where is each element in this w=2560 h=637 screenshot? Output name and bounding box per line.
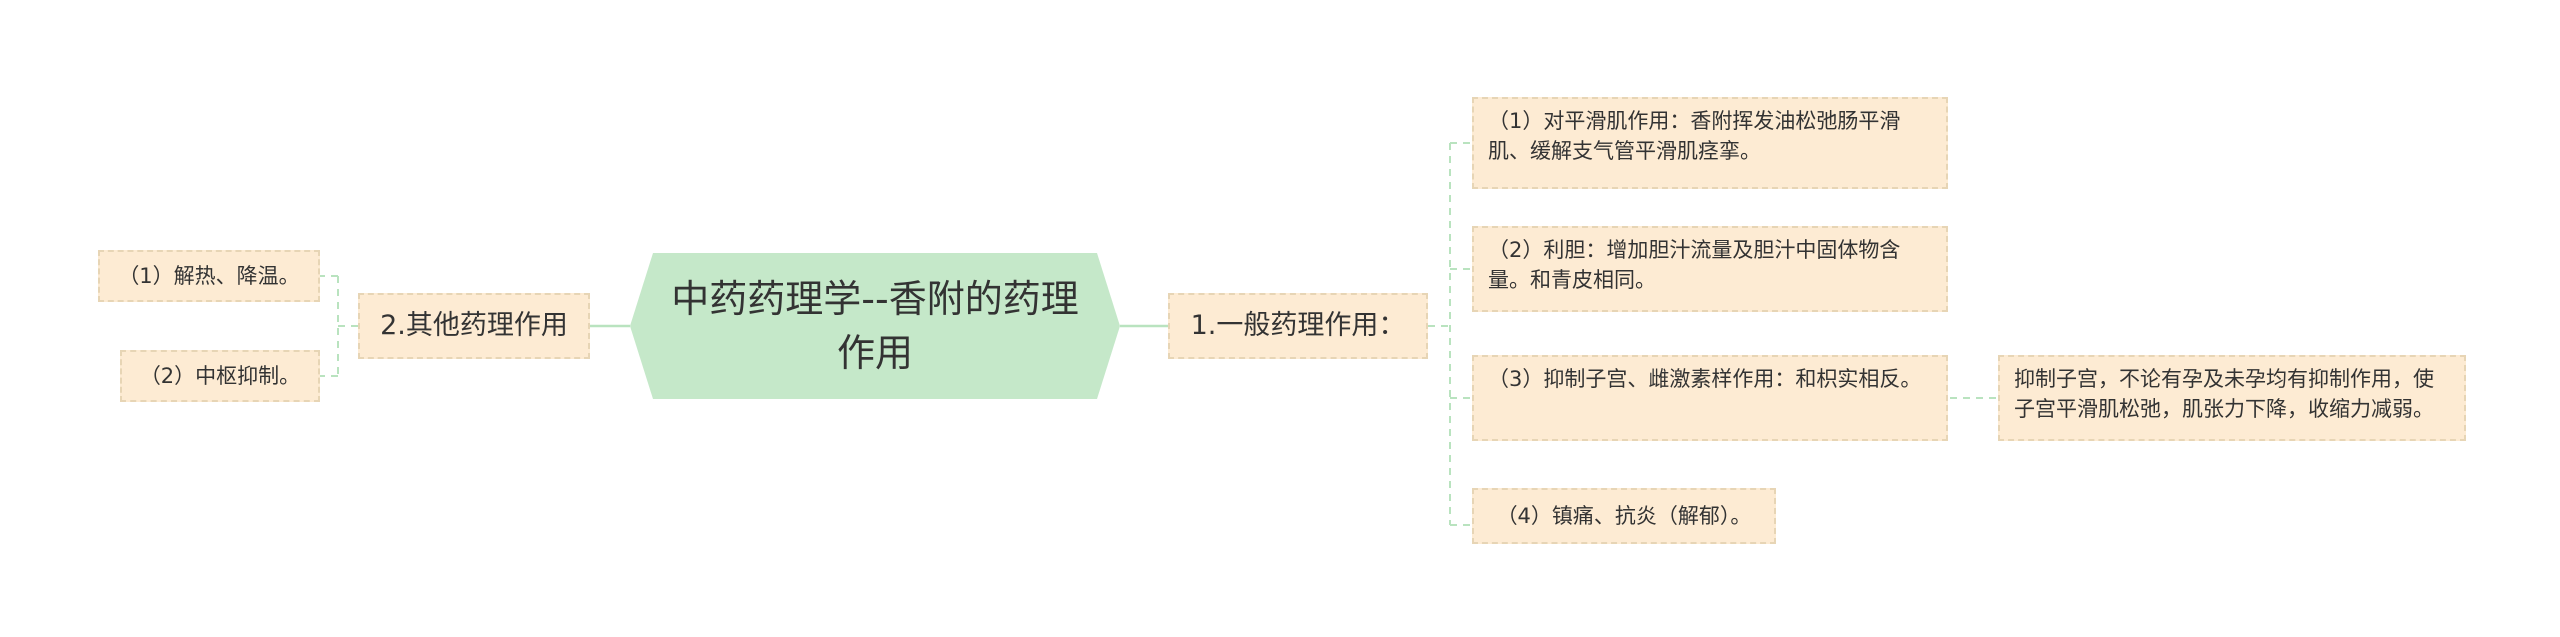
right-item-3[interactable]: （3）抑制子宫、雌激素样作用：和枳实相反。 [1472, 355, 1948, 441]
left-item-1-text: （1）解热、降温。 [118, 264, 300, 288]
branch-other-pharmacology[interactable]: 2.其他药理作用 [358, 293, 590, 359]
branch-general-label: 1.一般药理作用： [1190, 310, 1406, 341]
branch-general-pharmacology[interactable]: 1.一般药理作用： [1168, 293, 1428, 359]
left-item-2[interactable]: （2）中枢抑制。 [120, 350, 320, 402]
right-item-4[interactable]: （4）镇痛、抗炎（解郁）。 [1472, 488, 1776, 544]
right-item-2[interactable]: （2）利胆：增加胆汁流量及胆汁中固体物含量。和青皮相同。 [1472, 226, 1948, 312]
right-item-3-child-text: 抑制子宫，不论有孕及未孕均有抑制作用，使子宫平滑肌松弛，肌张力下降，收缩力减弱。 [2014, 367, 2434, 421]
branch-other-label: 2.其他药理作用 [380, 310, 568, 341]
right-item-1[interactable]: （1）对平滑肌作用：香附挥发油松弛肠平滑肌、缓解支气管平滑肌痉挛。 [1472, 97, 1948, 189]
right-item-3-child[interactable]: 抑制子宫，不论有孕及未孕均有抑制作用，使子宫平滑肌松弛，肌张力下降，收缩力减弱。 [1998, 355, 2466, 441]
left-item-2-text: （2）中枢抑制。 [139, 364, 301, 388]
right-item-3-text: （3）抑制子宫、雌激素样作用：和枳实相反。 [1488, 367, 1922, 391]
right-item-1-text: （1）对平滑肌作用：香附挥发油松弛肠平滑肌、缓解支气管平滑肌痉挛。 [1488, 109, 1901, 163]
left-item-1[interactable]: （1）解热、降温。 [98, 250, 320, 302]
connector-right-trunk [1428, 143, 1451, 525]
connector-left-trunk [337, 276, 358, 376]
right-item-2-text: （2）利胆：增加胆汁流量及胆汁中固体物含量。和青皮相同。 [1488, 238, 1901, 292]
right-item-4-text: （4）镇痛、抗炎（解郁）。 [1496, 504, 1752, 528]
root-title: 中药药理学--香附的药理作用 [671, 277, 1079, 375]
root-node[interactable]: 中药药理学--香附的药理作用 [630, 253, 1120, 399]
